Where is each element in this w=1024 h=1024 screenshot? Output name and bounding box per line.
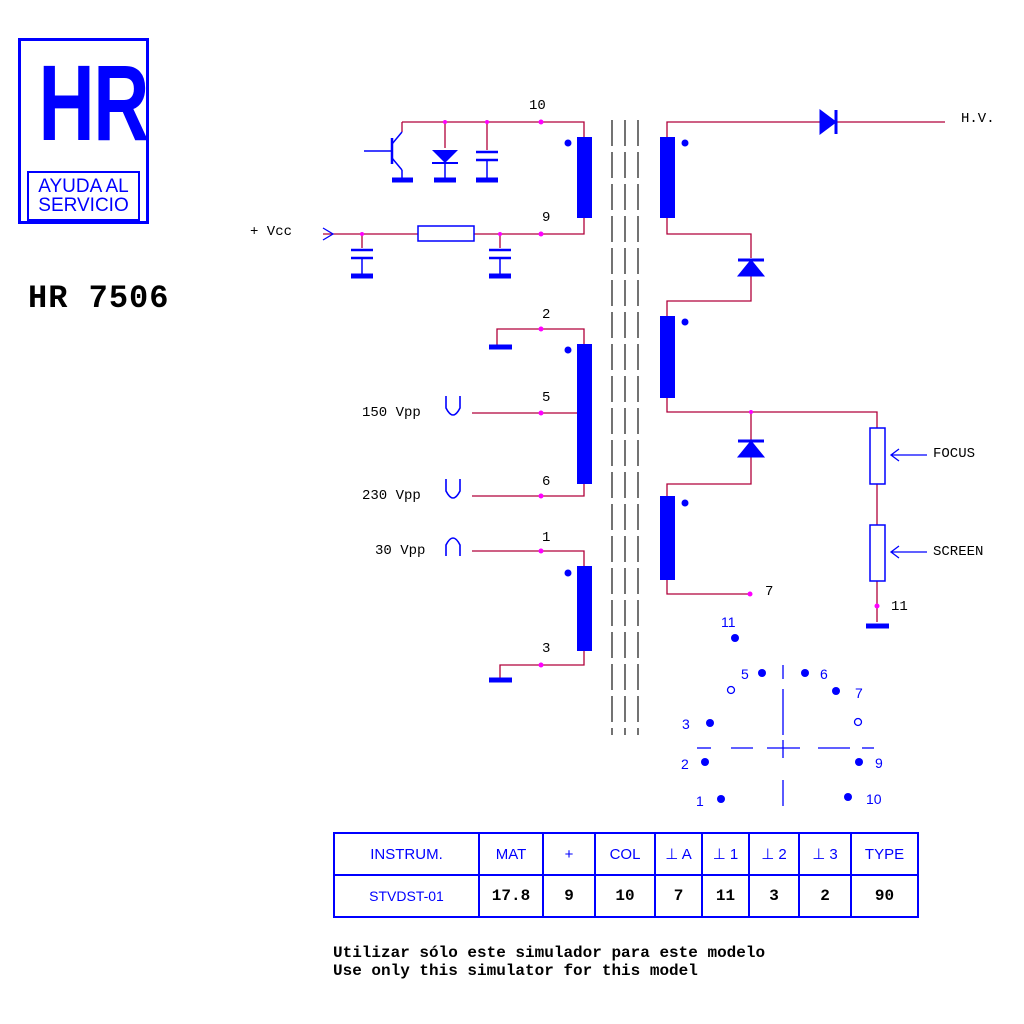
spec-header-cell: ⊥ 2	[748, 832, 800, 876]
spec-header-cell: ⊥ A	[654, 832, 703, 876]
pinout-6-label: 6	[820, 666, 828, 682]
note-spanish: Utilizar sólo este simulador para este m…	[333, 944, 766, 962]
spec-header-cell: COL	[594, 832, 656, 876]
windings	[564, 137, 689, 651]
pinout-view	[697, 634, 874, 806]
spec-value-cell: 11	[701, 874, 750, 918]
spec-table: INSTRUM. MAT + COL ⊥ A ⊥ 1 ⊥ 2 ⊥ 3 TYPE …	[333, 832, 919, 918]
spec-header-cell: INSTRUM.	[333, 832, 480, 876]
pinout-10-label: 10	[866, 791, 882, 807]
spec-header-cell: MAT	[478, 832, 544, 876]
pin-9-label: 9	[542, 210, 550, 226]
spec-header-row: INSTRUM. MAT + COL ⊥ A ⊥ 1 ⊥ 2 ⊥ 3 TYPE	[333, 832, 919, 876]
schematic-labels: 10 9 2 5 6 1 3 7 11 H.V. + Vcc 150 Vpp 2…	[250, 98, 995, 657]
vpp30-label: 30 Vpp	[375, 543, 425, 559]
waveforms	[445, 396, 461, 556]
pinout-9-label: 9	[875, 755, 883, 771]
pinout-7-label: 7	[855, 685, 863, 701]
spec-value-cell: STVDST-01	[333, 874, 480, 918]
pinout-labels: 11 5 6 7 3 2 9 1 10	[681, 614, 883, 809]
model-title: HR 7506	[28, 280, 170, 317]
vpp150-label: 150 Vpp	[362, 405, 421, 421]
spec-value-cell: 10	[594, 874, 656, 918]
note-english: Use only this simulator for this model	[333, 962, 698, 980]
pin-2-label: 2	[542, 307, 550, 323]
logo-subtitle-line1: AYUDA AL	[38, 176, 129, 197]
spec-value-cell: 7	[654, 874, 703, 918]
pinout-11-label: 11	[721, 614, 736, 630]
spec-header-cell: ⊥ 1	[701, 832, 750, 876]
pot-wipers	[889, 448, 927, 559]
spec-value-cell: 9	[542, 874, 596, 918]
spec-value-cell: 90	[850, 874, 919, 918]
logo-subtitle-line2: SERVICIO	[38, 195, 129, 216]
secondary-components	[736, 109, 889, 629]
pin-1-label: 1	[542, 530, 550, 546]
pin-11-label: 11	[891, 599, 908, 615]
pinout-5-label: 5	[741, 666, 749, 682]
primary-components	[322, 131, 512, 683]
pin-10-label: 10	[529, 98, 546, 114]
logo-subtitle: AYUDA AL SERVICIO	[27, 171, 140, 221]
pin-7-label: 7	[765, 584, 773, 600]
hv-label: H.V.	[961, 111, 995, 127]
vcc-label: + Vcc	[250, 224, 292, 240]
junction-nodes	[360, 119, 880, 668]
screen-label: SCREEN	[933, 544, 983, 560]
core-lines	[611, 120, 639, 735]
pinout-1-label: 1	[696, 793, 704, 809]
spec-value-cell: 17.8	[478, 874, 544, 918]
spec-value-cell: 2	[798, 874, 852, 918]
pinout-3-label: 3	[682, 716, 690, 732]
focus-label: FOCUS	[933, 446, 975, 462]
wires	[323, 121, 945, 678]
pin-6-label: 6	[542, 474, 550, 490]
spec-header-cell: ⊥ 3	[798, 832, 852, 876]
damper-diode	[432, 150, 458, 163]
pinout-2-label: 2	[681, 756, 689, 772]
spec-value-cell: 3	[748, 874, 800, 918]
pin-3-label: 3	[542, 641, 550, 657]
spec-header-cell: TYPE	[850, 832, 919, 876]
spec-header-cell: +	[542, 832, 596, 876]
pin-5-label: 5	[542, 390, 550, 406]
spec-value-row: STVDST-01 17.8 9 10 7 11 3 2 90	[333, 874, 919, 918]
vpp230-label: 230 Vpp	[362, 488, 421, 504]
brand-logo: HR AYUDA AL SERVICIO	[18, 38, 149, 224]
